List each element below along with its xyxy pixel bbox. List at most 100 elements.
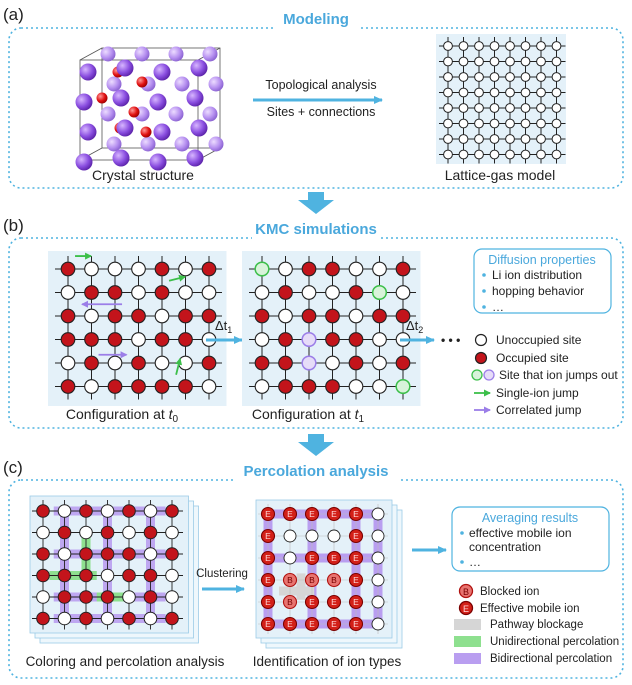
- lattice-site: [505, 56, 515, 67]
- occupied-site: [57, 568, 72, 583]
- occupied-site: [60, 261, 76, 277]
- legend-bidirectional: Bidirectional percolation: [490, 653, 612, 665]
- unoccupied-site: [36, 590, 50, 604]
- occupied-site: [57, 525, 72, 540]
- unoccupied-site: [57, 611, 72, 626]
- unoccupied-site: [36, 525, 50, 540]
- occupied-site: [60, 379, 76, 394]
- occupied-site: [348, 355, 364, 371]
- lattice-site: [520, 87, 531, 98]
- unoccupied-site: [100, 611, 115, 626]
- info-bullet: [482, 305, 486, 309]
- li-atom: [186, 149, 204, 167]
- li-atom: [202, 106, 218, 122]
- occupied-site: [395, 261, 411, 277]
- configuration-t0-grid: [48, 251, 227, 406]
- li-atom: [149, 93, 167, 111]
- ion-types-caption: Identification of ion types: [253, 654, 402, 669]
- occupied-site: [84, 355, 99, 371]
- occupied-site: [372, 308, 387, 324]
- config1-sub: 1: [359, 414, 365, 425]
- lattice-site: [505, 149, 515, 160]
- blocked-ion: [282, 594, 298, 610]
- jump-out-site: [371, 284, 388, 301]
- occupied-site: [325, 332, 340, 347]
- occupied-site: [143, 525, 158, 540]
- li-atom: [79, 123, 97, 141]
- legend-correlated-jump: Correlated jump: [496, 403, 582, 417]
- effective-mobile-ion: [326, 594, 342, 610]
- info-item-hopping: hopping behavior: [492, 284, 584, 298]
- lattice-site: [520, 134, 531, 144]
- occupied-site: [301, 261, 317, 277]
- lattice-site: [458, 41, 469, 51]
- unoccupied-site: [372, 355, 387, 371]
- lattice-site: [474, 134, 484, 144]
- lattice-site: [489, 134, 500, 144]
- lattice-background: [255, 499, 393, 639]
- legend-occupied: Occupied site: [496, 351, 569, 365]
- legend-blockage: Pathway blockage: [490, 619, 583, 631]
- li-atom: [116, 119, 134, 137]
- diffusion-properties-box: [473, 248, 612, 314]
- effective-mobile-ion: [282, 506, 298, 522]
- unoccupied-site: [131, 261, 146, 277]
- info-bullet: [460, 531, 464, 535]
- config0-sub: 0: [173, 414, 179, 425]
- lattice-site: [505, 118, 515, 129]
- effective-ion-letter: E: [353, 597, 359, 607]
- blocked-ion-letter: B: [287, 597, 293, 607]
- lattice-site: [489, 103, 500, 113]
- effective-mobile-ion: [260, 506, 276, 522]
- occupied-site: [178, 332, 193, 347]
- lattice-site: [489, 149, 500, 160]
- effective-mobile-ion: [348, 528, 364, 544]
- li-atom: [106, 76, 122, 92]
- occupied-site: [154, 285, 170, 300]
- effective-mobile-ion: [348, 616, 364, 632]
- occupied-site: [36, 611, 50, 626]
- lattice-site: [505, 103, 515, 113]
- unoccupied-site: [131, 332, 146, 347]
- panel-a: (a) Modeling Crystal structure Topologic…: [3, 5, 624, 189]
- lattice-site: [458, 72, 469, 82]
- lattice-site: [505, 87, 515, 98]
- config1-caption-text: Configuration at: [252, 406, 351, 422]
- o-atom: [96, 92, 108, 104]
- effective-ion-letter: E: [331, 509, 337, 519]
- legend-unidirectional: Unidirectional percolation: [490, 636, 619, 648]
- legend-occupied-symbol: [474, 351, 488, 365]
- li-atom: [190, 119, 208, 137]
- config0-caption: Configuration at t0: [66, 406, 179, 425]
- lattice-site: [489, 87, 500, 98]
- effective-mobile-ion: [304, 616, 320, 632]
- effective-mobile-ion: [348, 572, 364, 588]
- lattice-site: [536, 149, 546, 160]
- occupied-site: [84, 332, 99, 347]
- lattice-site: [551, 87, 562, 98]
- effective-ion-letter: E: [265, 531, 271, 541]
- occupied-site: [395, 308, 411, 324]
- o-atom: [128, 106, 140, 118]
- effective-ion-letter: E: [265, 553, 271, 563]
- config0-t: t: [169, 406, 174, 422]
- flow-arrow-a-b: [298, 192, 334, 214]
- li-atom: [134, 46, 150, 62]
- legend-blocked-symbol: B: [458, 583, 474, 599]
- occupied-site: [84, 285, 99, 300]
- effective-ion-letter: E: [331, 597, 337, 607]
- lattice-site: [505, 41, 515, 51]
- blocked-ion: [326, 572, 342, 588]
- unoccupied-site: [178, 261, 193, 277]
- lattice-site: [443, 72, 453, 82]
- effective-mobile-ion: [326, 550, 342, 566]
- averaging-item-more: …: [469, 555, 481, 569]
- lattice-site: [489, 56, 500, 67]
- occupied-site: [36, 504, 50, 518]
- effective-mobile-ion: [260, 594, 276, 610]
- lattice-site: [474, 72, 484, 82]
- li-atom: [153, 123, 171, 141]
- unoccupied-site: [254, 332, 270, 347]
